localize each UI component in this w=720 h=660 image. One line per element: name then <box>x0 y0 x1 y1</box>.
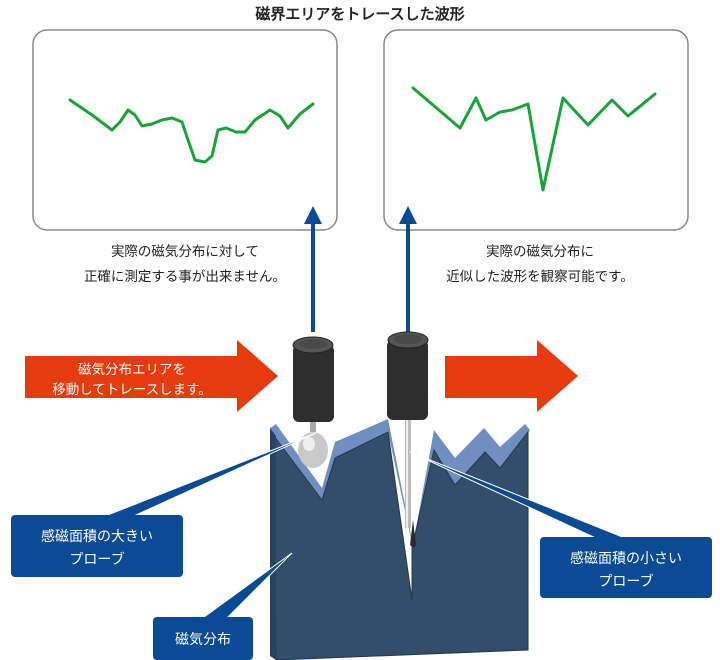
small-probe-label-box <box>540 537 712 598</box>
move-arrow-line2: 移動してトレースします。 <box>52 382 212 398</box>
right-waveform <box>411 86 657 192</box>
large-probe-label-box <box>11 515 183 577</box>
right-waveform-panel <box>383 29 689 231</box>
distribution-label: 磁気分布 <box>175 632 231 648</box>
move-arrow-line1: 磁気分布エリアを <box>78 362 186 378</box>
right-signal-arrow <box>399 206 417 332</box>
left-waveform <box>68 98 315 164</box>
small-probe-label-line1: 感磁面積の小さい <box>570 550 682 567</box>
large-probe-label-line1: 感磁面積の大きい <box>41 528 153 545</box>
diagram-title: 磁界エリアをトレースした波形 <box>255 5 464 23</box>
move-arrow-left <box>25 340 278 412</box>
small-probe-label-line2: プローブ <box>598 573 653 590</box>
left-signal-arrow <box>304 206 322 332</box>
small-probe <box>387 331 429 528</box>
right-caption-line1: 実際の磁気分布に <box>486 244 594 260</box>
move-arrow-right <box>445 340 578 412</box>
large-probe <box>292 336 334 468</box>
left-caption-line2: 正確に測定する事が出来ません。 <box>84 269 286 285</box>
distribution-label-box <box>153 617 253 660</box>
left-caption-line1: 実際の磁気分布に対して <box>111 244 259 260</box>
right-caption-line2: 近似した波形を観察可能です。 <box>446 268 634 285</box>
large-probe-label-line2: プローブ <box>69 551 124 568</box>
